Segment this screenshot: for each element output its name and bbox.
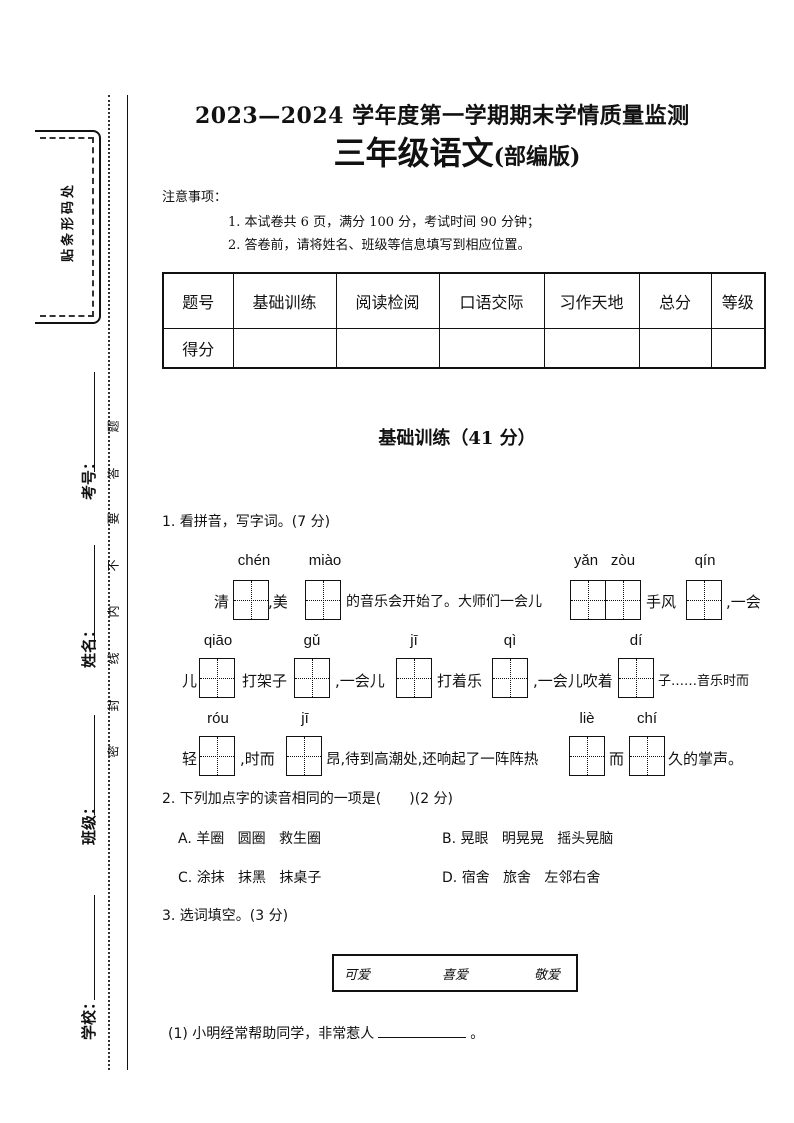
sentence-text: 打着乐: [437, 672, 483, 690]
note-item: 2. 答卷前，请将姓名、班级等信息填写到相应位置。: [228, 238, 531, 253]
subject: 三年级语文: [333, 134, 494, 172]
exam-title: 2023—2024 学年度第一学期期末学情质量监测: [195, 103, 690, 129]
answer-box[interactable]: [605, 580, 641, 620]
sentence-text: 打架子: [242, 672, 288, 690]
question-2-stem: 2. 下列加点字的读音相同的一项是( )(2 分): [162, 791, 454, 807]
header-cell: 习作天地: [543, 272, 640, 329]
sentence-text: 久的掌声。: [668, 750, 744, 768]
name-field[interactable]: [94, 545, 95, 645]
score-table: 题号 基础训练 阅读检阅 口语交际 习作天地 总分 等级 得分: [162, 272, 766, 369]
pinyin: qín: [694, 552, 716, 569]
seal-char: 答: [106, 467, 121, 480]
header-cell: 等级: [710, 272, 766, 329]
pinyin: qì: [503, 632, 517, 649]
class-field[interactable]: [94, 715, 95, 815]
answer-box[interactable]: [305, 580, 341, 620]
sentence-text: 清: [214, 593, 230, 611]
pinyin: chí: [636, 710, 658, 727]
pinyin: gǔ: [303, 632, 321, 649]
sentence-text: 轻: [182, 750, 198, 768]
sentence-text: 的音乐会开始了。大师们一会儿: [346, 594, 542, 610]
sentence-text: ,美: [268, 593, 288, 611]
option-c[interactable]: C. 涂抹 抹黑 抹桌子: [178, 870, 322, 886]
header-cell: 总分: [638, 272, 712, 329]
sentence-text: 手风: [646, 593, 677, 611]
option-a[interactable]: A. 羊圈 圆圈 救生圈: [178, 831, 321, 847]
option-d[interactable]: D. 宿舍 旅舍 左邻右舍: [442, 870, 601, 886]
answer-box[interactable]: [294, 658, 330, 698]
answer-box[interactable]: [686, 580, 722, 620]
q3-item-1: (1) 小明经常帮助同学，非常惹人。: [168, 1026, 485, 1042]
answer-box[interactable]: [492, 658, 528, 698]
pinyin: chén: [237, 552, 271, 569]
subject-title: 三年级语文(部编版): [0, 128, 794, 174]
answer-box[interactable]: [618, 658, 654, 698]
seal-char: 不: [106, 559, 121, 572]
sentence-text: 儿: [182, 672, 198, 690]
answer-box[interactable]: [570, 580, 606, 620]
seal-char: 线: [106, 652, 121, 665]
pinyin: miào: [308, 552, 342, 569]
header-cell: 基础训练: [232, 272, 337, 329]
pinyin: qiāo: [203, 632, 233, 649]
header-cell: 口语交际: [438, 272, 545, 329]
word-option: 喜爱: [442, 968, 469, 983]
answer-box[interactable]: [199, 736, 235, 776]
answer-box[interactable]: [199, 658, 235, 698]
note-item: 1. 本试卷共 6 页，满分 100 分，考试时间 90 分钟；: [228, 215, 540, 230]
score-cell[interactable]: [438, 327, 545, 369]
exam-number-field[interactable]: [94, 372, 95, 472]
score-cell[interactable]: [710, 327, 766, 369]
score-cell[interactable]: [335, 327, 440, 369]
school-field[interactable]: [94, 895, 95, 1000]
answer-box[interactable]: [569, 736, 605, 776]
fill-blank[interactable]: [378, 1037, 467, 1038]
section-heading: 基础训练（41 分）: [378, 428, 536, 449]
barcode-label: 贴条形码处: [61, 181, 76, 262]
pinyin: dí: [629, 632, 643, 649]
school-label: 学校：: [80, 994, 98, 1040]
answer-box[interactable]: [286, 736, 322, 776]
header-cell: 题号: [162, 272, 234, 329]
edition: (部编版): [493, 144, 581, 170]
question-3-stem: 3. 选词填空。(3 分): [162, 908, 289, 924]
score-label: 得分: [162, 327, 234, 369]
answer-box[interactable]: [629, 736, 665, 776]
pinyin: liè: [579, 710, 595, 727]
exam-number-label: 考号：: [80, 454, 98, 500]
sentence-text: 昂,待到高潮处,还响起了一阵阵热: [326, 752, 539, 768]
seal-char: 密: [106, 745, 121, 758]
seal-char: 封: [106, 699, 121, 712]
word-option: 敬爱: [534, 968, 561, 983]
question-1-stem: 1. 看拼音，写字词。(7 分): [162, 514, 331, 530]
name-label: 姓名：: [80, 622, 98, 668]
sentence-text: ,一会儿吹着: [533, 672, 613, 690]
answer-box[interactable]: [396, 658, 432, 698]
notes-heading: 注意事项：: [162, 190, 228, 205]
sentence-text: ,一会儿: [335, 672, 385, 690]
pinyin: róu: [207, 710, 229, 727]
word-bank-scroll: 可爱 喜爱 敬爱: [332, 954, 578, 992]
pinyin: zòu: [610, 552, 636, 569]
score-cell[interactable]: [232, 327, 337, 369]
margin-line: [127, 95, 128, 1070]
fold-line: [108, 95, 110, 1070]
option-b[interactable]: B. 晃眼 明晃晃 摇头晃脑: [442, 831, 614, 847]
seal-char: 要: [106, 512, 121, 525]
score-cell[interactable]: [638, 327, 712, 369]
pinyin: yǎn: [573, 552, 599, 569]
sentence-text: 而: [609, 750, 625, 768]
class-label: 班级：: [80, 799, 98, 845]
pinyin: jī: [410, 632, 418, 649]
sentence-text: 子……音乐时而: [658, 674, 750, 689]
pinyin: jī: [301, 710, 309, 727]
sentence-text: ,一会: [726, 593, 761, 611]
sentence-text: ,时而: [240, 750, 275, 768]
score-cell[interactable]: [543, 327, 640, 369]
header-cell: 阅读检阅: [335, 272, 440, 329]
seal-char: 内: [106, 605, 121, 618]
barcode-box: 贴条形码处: [35, 130, 101, 324]
word-option: 可爱: [344, 968, 371, 983]
answer-box[interactable]: [233, 580, 269, 620]
